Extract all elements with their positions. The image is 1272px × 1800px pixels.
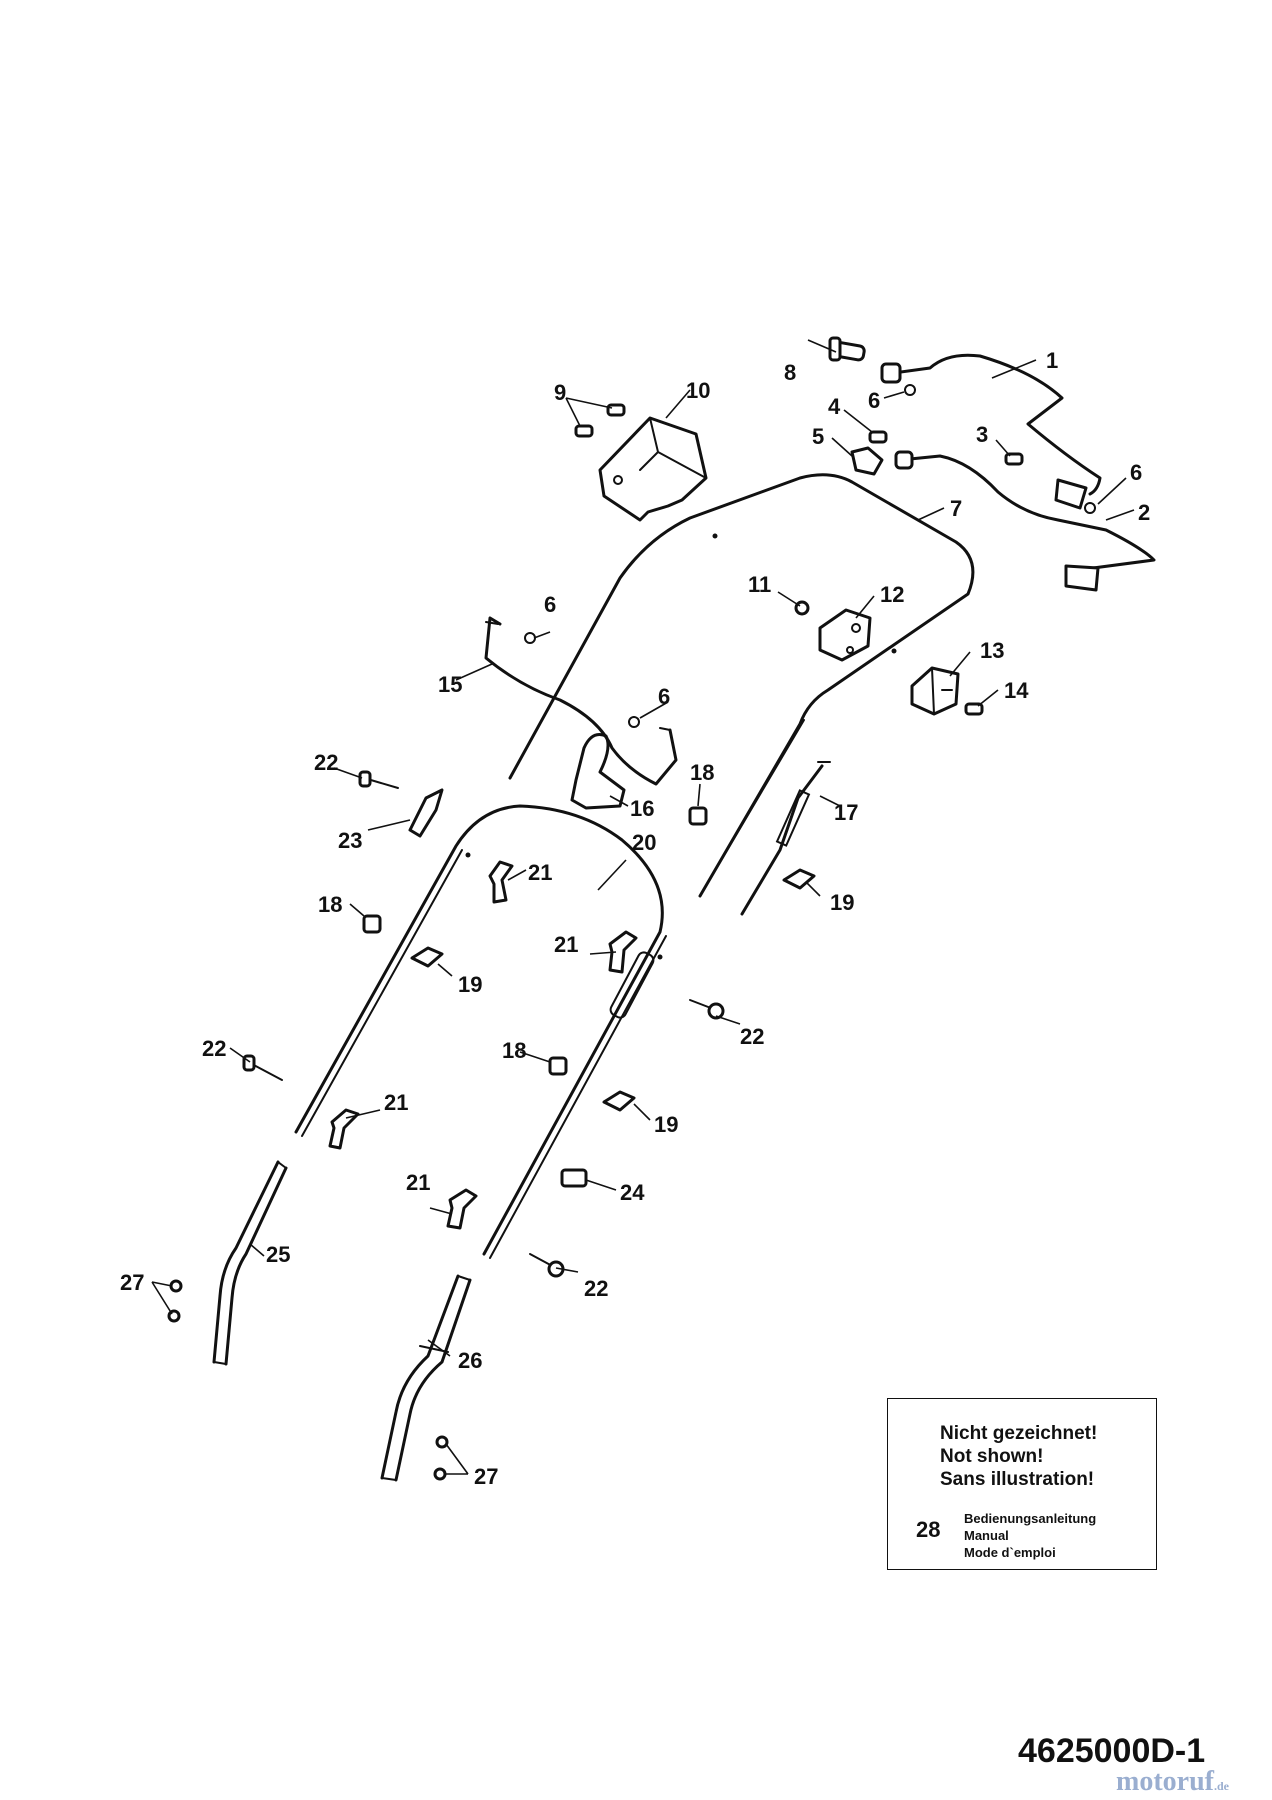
screw-27c: [435, 1435, 449, 1449]
washer-6a: [904, 384, 916, 396]
bolt-22b: [689, 999, 725, 1020]
callout-18b: 18: [318, 892, 342, 917]
callout-18a: 18: [690, 760, 714, 785]
screw-9a: [606, 403, 626, 417]
bolt-22c: [242, 1054, 283, 1081]
spacer-18b: [362, 914, 382, 934]
lower-handle-bar: [294, 804, 664, 1256]
knob-21c: [328, 1108, 360, 1150]
screw-27a: [169, 1279, 183, 1293]
callout-20: 20: [632, 830, 656, 855]
bowden-cable: [740, 764, 824, 916]
bracket-clip: [408, 788, 444, 838]
screw-14: [964, 702, 984, 716]
callout-21c: 21: [384, 1090, 408, 1115]
callout-19a: 19: [830, 890, 854, 915]
lower-tube-left: [212, 1160, 288, 1366]
callout-19b: 19: [458, 972, 482, 997]
leader-lines: [151, 339, 1135, 1475]
washer-6d: [628, 716, 640, 728]
washer-6b: [1084, 502, 1096, 514]
screw-3: [1004, 452, 1024, 466]
upper-handle-bar: [508, 473, 975, 898]
bolt-8: [828, 336, 866, 362]
note-title-en: Not shown!: [940, 1446, 1044, 1467]
watermark-tld: .de: [1213, 1779, 1229, 1793]
note-item-en: Manual: [964, 1528, 1009, 1543]
callout-7: 7: [950, 496, 962, 521]
lower-tube-right: [380, 1274, 472, 1482]
callout-5: 5: [812, 424, 824, 449]
callout-6c: 6: [544, 592, 556, 617]
callout-8: 8: [784, 360, 796, 385]
callout-26: 26: [458, 1348, 482, 1373]
bail-wire-15: [484, 616, 678, 786]
callout-27a: 27: [120, 1270, 144, 1295]
note-item-de: Bedienungsanleitung: [964, 1511, 1097, 1526]
clip-19a: [782, 868, 816, 890]
callout-16: 16: [630, 796, 654, 821]
note-item-fr: Mode d`emploi: [964, 1545, 1056, 1560]
bolt-22d: [529, 1253, 565, 1278]
callout-13: 13: [980, 638, 1004, 663]
bolt-22a: [358, 770, 399, 789]
callout-11: 11: [748, 572, 771, 597]
callout-3: 3: [976, 422, 988, 447]
watermark-logo: motoruf.de: [1116, 1766, 1229, 1798]
callout-6d: 6: [658, 684, 670, 709]
callout-15: 15: [438, 672, 462, 697]
callout-10: 10: [686, 378, 710, 403]
control-cover: [598, 416, 708, 522]
callout-6a: 6: [868, 388, 880, 413]
knob-21b: [608, 930, 638, 974]
callout-4: 4: [828, 394, 841, 419]
callout-17: 17: [834, 800, 858, 825]
callout-24: 24: [620, 1180, 645, 1205]
callout-14: 14: [1004, 678, 1029, 703]
callout-18c: 18: [502, 1038, 526, 1063]
callout-22a: 22: [314, 750, 338, 775]
callout-21b: 21: [554, 932, 578, 957]
callout-22b: 22: [740, 1024, 764, 1049]
callout-1: 1: [1046, 348, 1058, 373]
callout-12: 12: [880, 582, 904, 607]
switch-block: [818, 608, 872, 662]
handle-clip: [570, 733, 626, 810]
screw-4: [868, 430, 888, 444]
not-shown-note: Nicht gezeichnet! Not shown! Sans illust…: [887, 1398, 1157, 1570]
spacer-18a: [688, 806, 708, 826]
callout-2: 2: [1138, 500, 1150, 525]
screw-27d: [433, 1467, 447, 1481]
callout-19c: 19: [654, 1112, 678, 1137]
screw-9b: [574, 424, 594, 438]
note-title-de: Nicht gezeichnet!: [940, 1423, 1098, 1444]
callout-6b: 6: [1130, 460, 1142, 485]
clip-19b: [410, 946, 444, 968]
spacer-18c: [548, 1056, 568, 1076]
watermark-main: motoruf: [1116, 1766, 1214, 1797]
washer-6c: [524, 632, 536, 644]
note-title-fr: Sans illustration!: [940, 1469, 1095, 1490]
callout-22c: 22: [202, 1036, 226, 1061]
knob-21d: [446, 1188, 478, 1230]
callout-23: 23: [338, 828, 362, 853]
note-item-number: 28: [916, 1517, 941, 1542]
callout-22d: 22: [584, 1276, 608, 1301]
callout-27b: 27: [474, 1464, 498, 1489]
bail-lever-1: [884, 353, 1102, 496]
clamp-24: [560, 1168, 588, 1188]
callout-9: 9: [554, 380, 566, 405]
callout-25: 25: [266, 1242, 290, 1267]
callout-21d: 21: [406, 1170, 430, 1195]
knob-21a: [488, 860, 514, 904]
callout-21a: 21: [528, 860, 552, 885]
clip-19c: [602, 1090, 636, 1112]
bushing-5: [850, 446, 884, 476]
bail-lever-2: [898, 454, 1156, 572]
diagram-code: 4625000D-1: [1018, 1732, 1206, 1770]
